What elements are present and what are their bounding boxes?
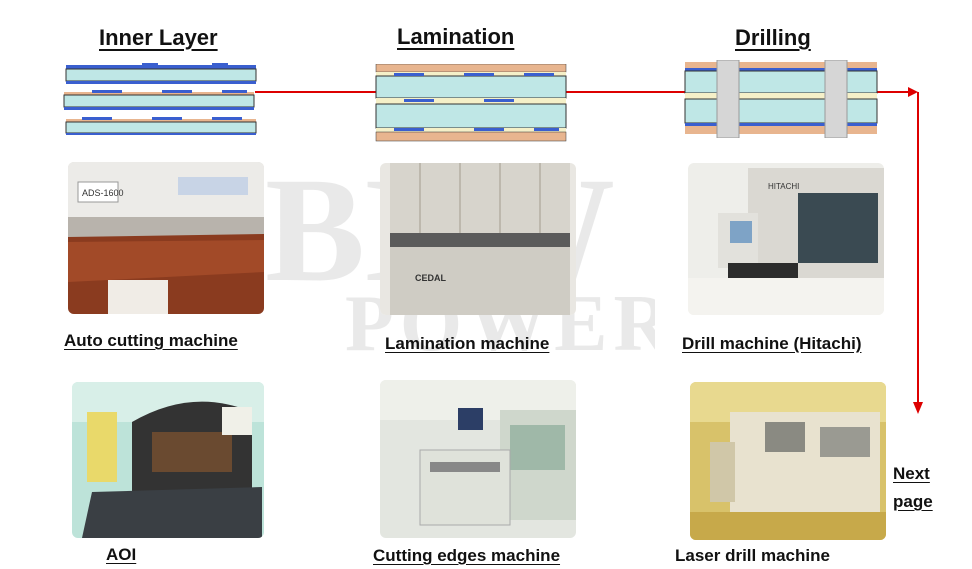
header-lamination: Lamination: [397, 24, 515, 49]
arrow-head-down: [913, 402, 923, 414]
photo-auto-cutting-machine: ADS-1600: [68, 162, 264, 314]
photo-sign-cedal: CEDAL: [415, 273, 447, 283]
photo-lamination-machine: CEDAL: [380, 163, 576, 315]
photo-laser-drill-machine: [690, 382, 886, 540]
label-lamination-machine: Lamination machine: [385, 334, 550, 353]
label-drill-machine-hitachi: Drill machine (Hitachi): [682, 334, 862, 353]
label-aoi: AOI: [106, 545, 137, 564]
label-auto-cutting-machine: Auto cutting machine: [64, 331, 238, 350]
photo-sign-hitachi: HITACHI: [768, 182, 799, 191]
photo-cutting-edges-machine: [380, 380, 576, 538]
photo-aoi: [72, 382, 264, 538]
header-drilling: Drilling: [735, 25, 811, 50]
inner-layer-diagram: [63, 63, 257, 135]
next-page-link[interactable]: Next page: [893, 464, 933, 511]
arrow-head-right: [908, 87, 918, 97]
label-laser-drill-machine: Laser drill machine: [675, 546, 830, 565]
photo-sign-ads: ADS-1600: [82, 188, 124, 198]
drill-hole-right: [824, 60, 848, 138]
photo-drill-machine: HITACHI: [688, 163, 884, 315]
drill-hole-left: [716, 60, 740, 138]
lamination-diagram: [375, 64, 567, 142]
header-inner-layer: Inner Layer: [99, 25, 218, 50]
label-cutting-edges-machine: Cutting edges machine: [373, 546, 561, 565]
drilling-diagram: [684, 60, 878, 138]
